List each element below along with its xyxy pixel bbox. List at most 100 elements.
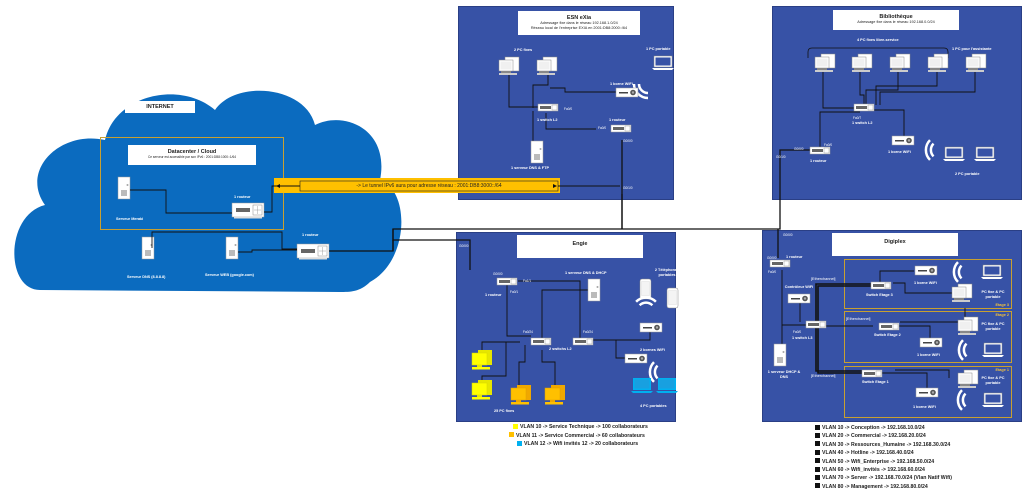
engie-wifi-ap-1[interactable]: [639, 322, 663, 333]
cloud-edge-router[interactable]: [296, 243, 330, 260]
edge-router-label: 1 routeur: [302, 233, 319, 237]
engie-phone-2[interactable]: [666, 287, 679, 309]
esn-wifi-label: 1 borne WiFi: [610, 82, 633, 86]
engie-server[interactable]: [587, 278, 601, 302]
engie-wifi-label: 2 bornes WiFi: [640, 348, 665, 352]
etherchannel-label-1: [Etherchannel]: [811, 277, 836, 281]
tunnel-label: -> Le tunnel IPv6 aura pour adresse rése…: [356, 183, 502, 189]
tunnel-bar: [274, 178, 560, 193]
digiplex-ap-floor-3[interactable]: [914, 265, 938, 276]
bib-switch[interactable]: [853, 103, 875, 112]
bib-pc-3[interactable]: [889, 53, 911, 73]
engie-pc-orange-1[interactable]: [510, 384, 532, 405]
vlan-color-swatch: [517, 440, 522, 446]
bib-port-rt-g1: G0/1/0: [776, 155, 786, 159]
engie-laptop-2[interactable]: [656, 378, 678, 393]
floor-1-switch-label: Switch Etage 1: [862, 380, 889, 384]
bib-router[interactable]: [809, 146, 831, 155]
bib-laptop-1[interactable]: [942, 146, 966, 162]
esn-switch[interactable]: [537, 103, 559, 112]
engie-switch-2[interactable]: [572, 337, 594, 346]
esn-pc-fixes-label: 2 PC fixes: [514, 48, 533, 52]
esn-port-rt-fa: Fa0/0: [598, 126, 607, 130]
bib-pc-assistante[interactable]: [965, 53, 987, 73]
digiplex-ap-floor-2[interactable]: [919, 337, 943, 348]
floor-3-pc-label: PC fixe & PC portable: [981, 290, 1005, 299]
bib-pc-1[interactable]: [814, 53, 836, 73]
bullet-icon: [815, 483, 820, 489]
digiplex-router[interactable]: [769, 259, 791, 268]
bib-laptop-2[interactable]: [973, 146, 997, 162]
etherchannel-label-2: [Etherchannel]: [846, 317, 871, 321]
digiplex-legend-text: VLAN 20 -> Commercial -> 192.168.20.0/24: [822, 433, 926, 440]
datacenter-title: Datacenter / Cloud: [167, 149, 217, 155]
digiplex-legend-item: VLAN 40 -> Hotline -> 192.168.40.0/24: [815, 449, 952, 457]
engie-server-label: 1 serveur DNS & DHCP: [565, 271, 607, 275]
digiplex-legend-item: VLAN 80 -> Management -> 192.168.80.0/24: [815, 483, 952, 491]
engie-router[interactable]: [496, 277, 518, 286]
digiplex-pc-floor-1[interactable]: [957, 369, 979, 389]
digiplex-router-label: 1 routeur: [786, 255, 803, 259]
engie-port-rt-g0: G0/0/0: [493, 272, 503, 276]
meraki-server[interactable]: [117, 176, 131, 200]
esn-pc-1[interactable]: [498, 56, 520, 76]
digiplex-waves-2-icon: [951, 338, 975, 362]
digiplex-legend-item: VLAN 60 -> Wifi_invités -> 192.168.60.0/…: [815, 466, 952, 474]
web-server-google[interactable]: [225, 236, 239, 260]
digiplex-legend: VLAN 10 -> Conception -> 192.168.10.0/24…: [815, 424, 952, 491]
digiplex-wifi-controller[interactable]: [787, 293, 811, 304]
esn-laptop[interactable]: [651, 55, 675, 71]
esn-pc-2[interactable]: [536, 56, 558, 76]
digiplex-pc-floor-2[interactable]: [957, 316, 979, 336]
engie-pc-yellow-1[interactable]: [471, 349, 493, 370]
engie-laptop-1[interactable]: [631, 378, 653, 393]
digiplex-ap-floor-1[interactable]: [915, 387, 939, 398]
esn-wifi-ap[interactable]: [615, 87, 639, 98]
engie-phone-1[interactable]: [639, 278, 652, 300]
digiplex-server[interactable]: [773, 343, 787, 367]
digiplex-switch-l3[interactable]: [805, 320, 827, 329]
engie-pc-orange-2[interactable]: [544, 384, 566, 405]
digiplex-server-label: 1 serveur DHCP & DNS: [767, 370, 801, 379]
esn-panel: [458, 6, 674, 200]
digiplex-legend-text: VLAN 50 -> Wifi_Enterprise -> 192.168.50…: [822, 458, 935, 465]
vlan-color-swatch: [509, 432, 514, 438]
floor-3-switch-label: Switch Etage 3: [866, 293, 893, 297]
engie-legend: VLAN 10 -> Service Technique -> 100 coll…: [509, 423, 648, 449]
digiplex-switch-floor-3[interactable]: [870, 281, 892, 290]
bib-port-rt-g0: G0/0/0: [794, 147, 804, 151]
digiplex-switch-floor-2[interactable]: [878, 322, 900, 331]
cloud-dc-router[interactable]: [231, 202, 265, 219]
digiplex-title-box: Digiplex: [832, 233, 958, 256]
floor-2-box: Etage 2: [844, 311, 1012, 363]
esn-title: ESN eXia: [566, 15, 592, 21]
digiplex-laptop-floor-3[interactable]: [980, 264, 1004, 280]
digiplex-switch-floor-1[interactable]: [861, 369, 883, 378]
engie-phones-label: 2 Téléphones portables: [654, 268, 680, 277]
bib-portables-label: 2 PC portable: [955, 172, 980, 176]
engie-pc-yellow-2[interactable]: [471, 379, 493, 400]
bib-pc-4[interactable]: [927, 53, 949, 73]
floor-1-label: Etage 1: [995, 368, 1009, 372]
esn-router[interactable]: [610, 124, 632, 133]
floor-2-switch-label: Switch Etage 2: [874, 333, 901, 337]
bibliotheque-subtitle: Adressage fixe dans le réseau 192.168.0.…: [857, 20, 935, 24]
etherchannel-label-3: [Etherchannel]: [811, 374, 836, 378]
bib-wifi-ap[interactable]: [891, 135, 915, 146]
digiplex-legend-text: VLAN 60 -> Wifi_invités -> 192.168.60.0/…: [822, 467, 925, 474]
esn-title-box: ESN eXia Adressage fixe dans le réseau 1…: [518, 11, 640, 35]
engie-legend-text: VLAN 12 -> Wifi invités 12 -> 20 collabo…: [524, 441, 639, 448]
engie-wifi-ap-2[interactable]: [624, 353, 648, 364]
engie-pc-fixes-label: 25 PC fixes: [494, 409, 515, 413]
engie-switch-1[interactable]: [530, 337, 552, 346]
digiplex-laptop-floor-1[interactable]: [981, 392, 1005, 408]
digiplex-legend-item: VLAN 20 -> Commercial -> 192.168.20.0/24: [815, 432, 952, 440]
bib-pc-2[interactable]: [851, 53, 873, 73]
digiplex-pc-floor-3[interactable]: [951, 283, 973, 303]
digiplex-legend-text: VLAN 70 -> Server -> 192.168.70.0/24 (Vl…: [822, 475, 952, 482]
esn-server[interactable]: [530, 140, 544, 164]
esn-server-label: 1 serveur DNS & FTP: [511, 166, 549, 170]
engie-pc-portables-label: 4 PC portables: [640, 404, 667, 408]
digiplex-laptop-floor-2[interactable]: [981, 342, 1005, 358]
